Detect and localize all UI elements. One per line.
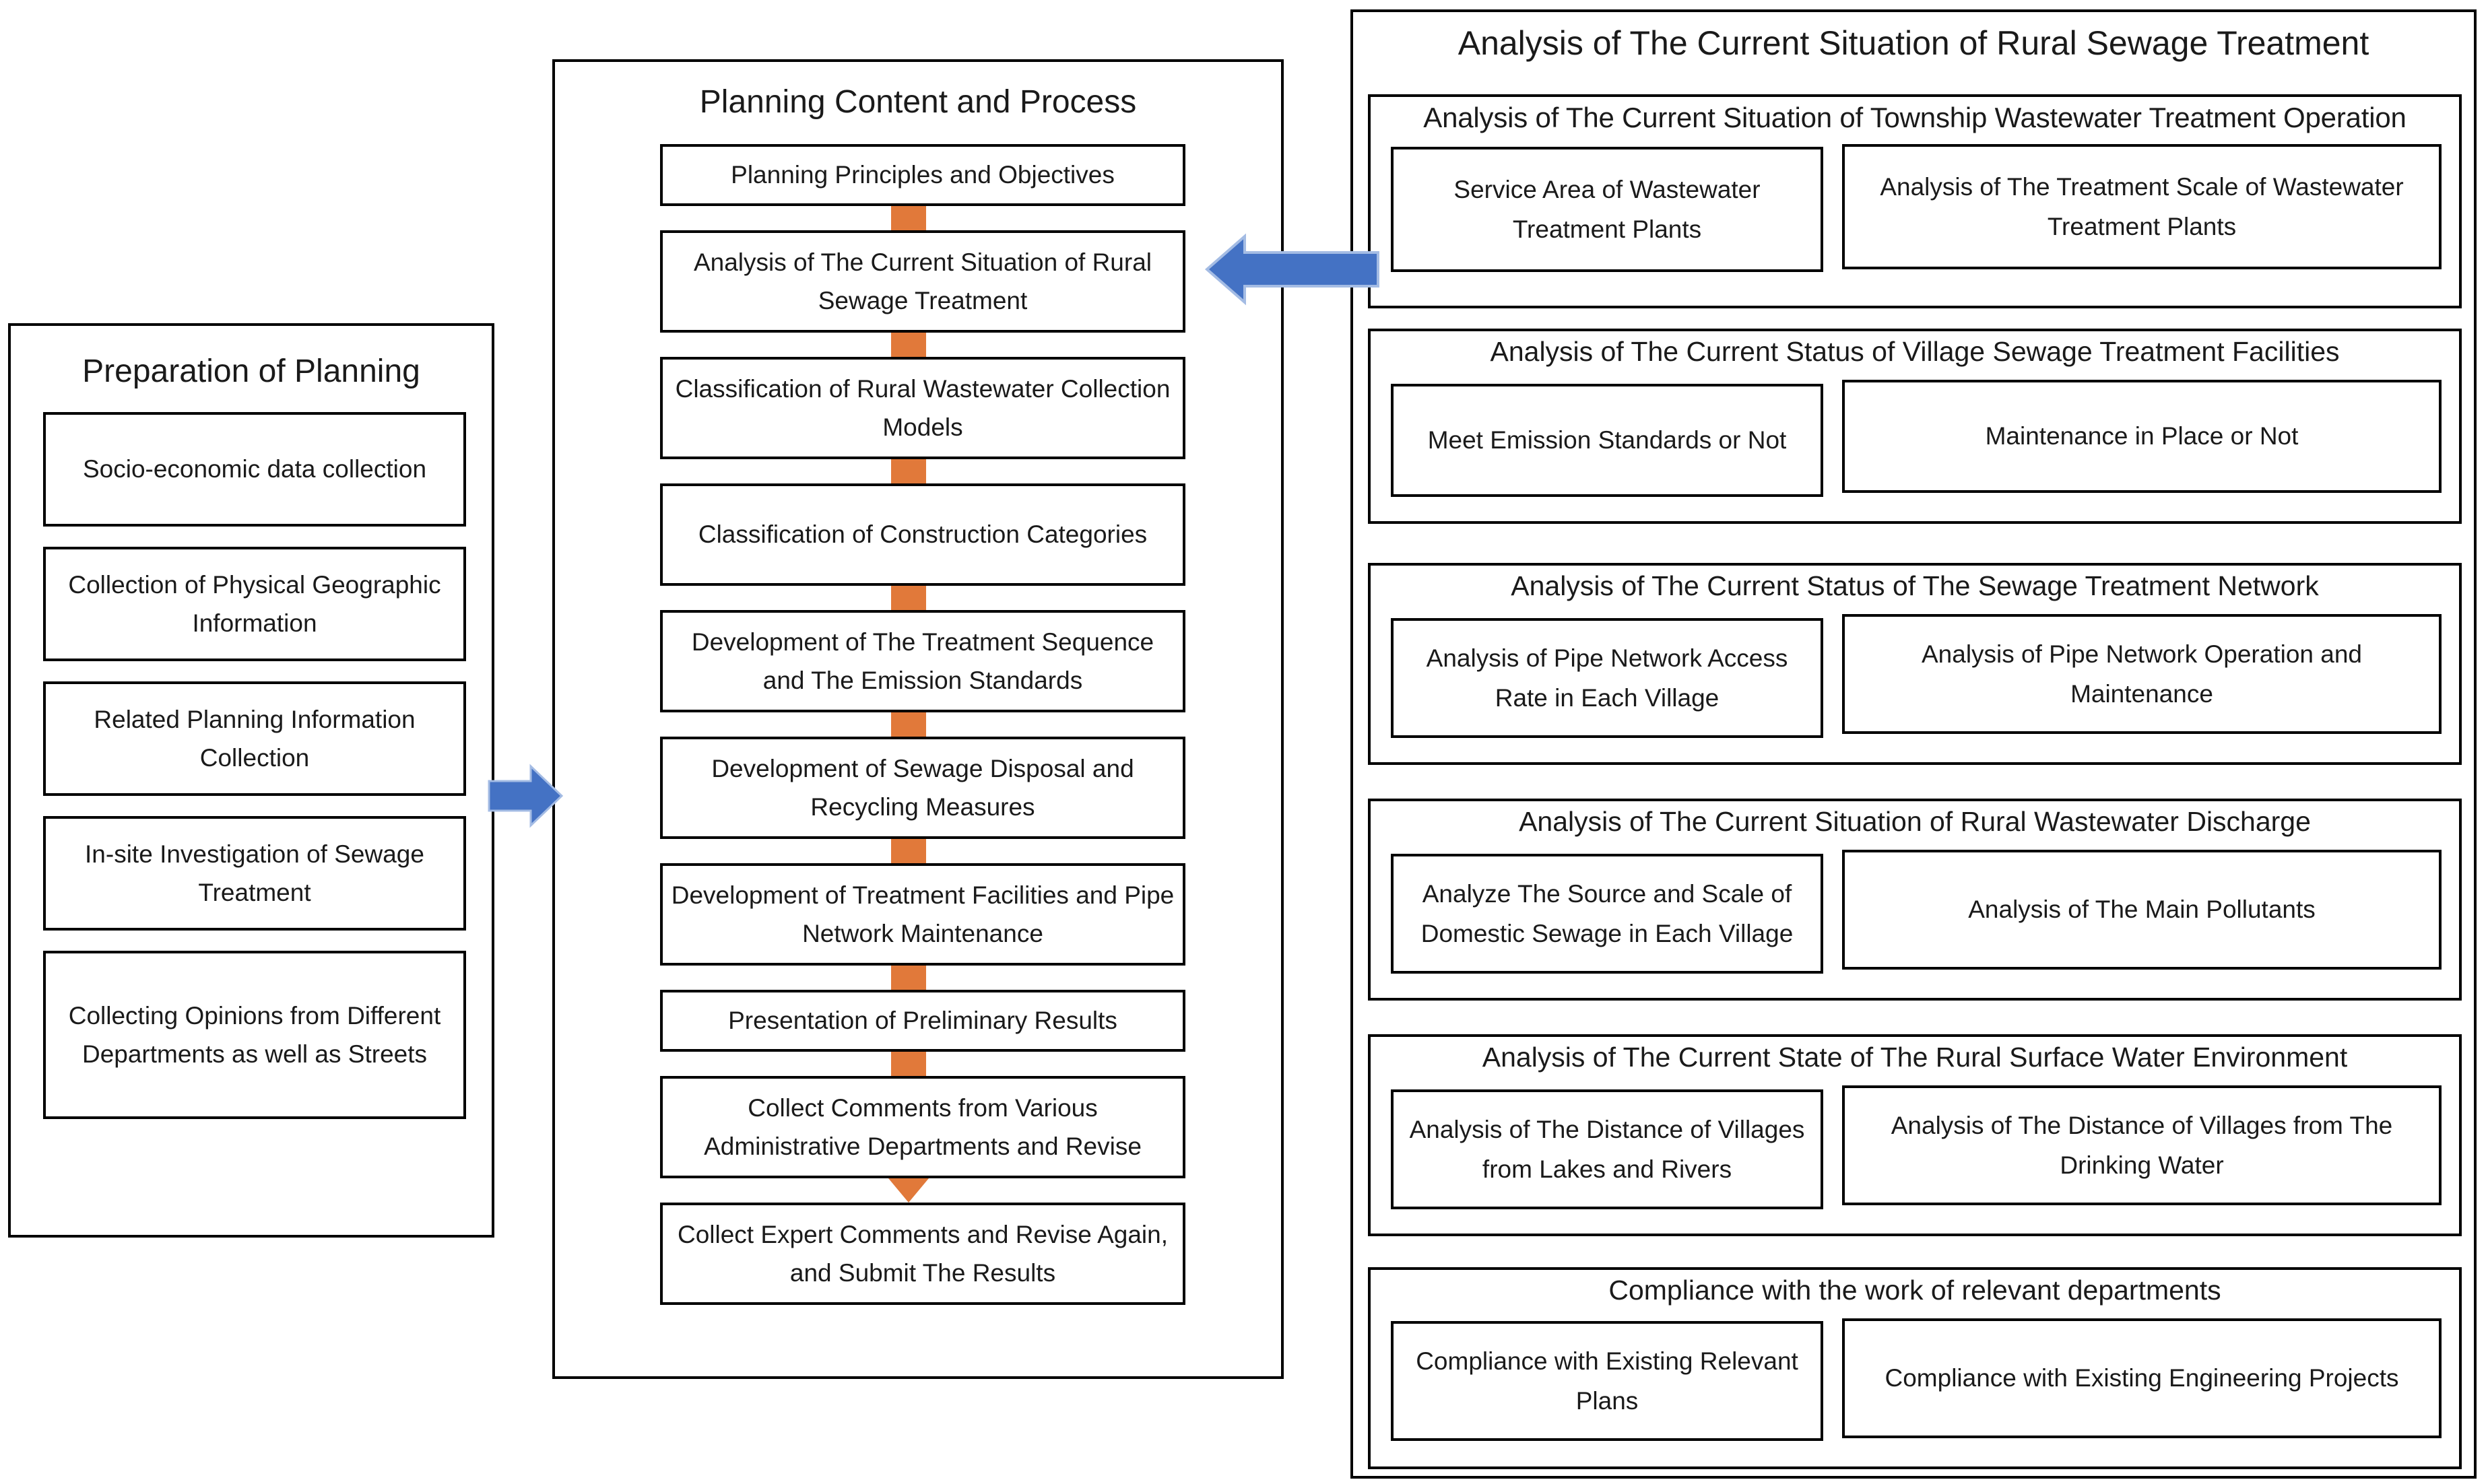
section-5-title: Analysis of The Current State of The Rur… [1482, 1042, 2348, 1073]
sub-meet-emission-standards[interactable]: Meet Emission Standards or Not [1391, 384, 1823, 497]
section-1-title: Analysis of The Current Situation of Tow… [1423, 102, 2407, 133]
arrow-left-icon [1204, 233, 1379, 306]
flow-connector-5 [891, 712, 926, 737]
flow-connector-2 [891, 333, 926, 357]
flow-connector-3 [891, 459, 926, 483]
section-2-title: Analysis of The Current Status of Villag… [1490, 336, 2340, 367]
step-analysis-current-situation[interactable]: Analysis of The Current Situation of Rur… [660, 230, 1185, 333]
left-panel-title: Preparation of Planning [82, 353, 420, 389]
sub-maintenance-in-place[interactable]: Maintenance in Place or Not [1842, 380, 2442, 493]
step-classification-construction[interactable]: Classification of Construction Categorie… [660, 483, 1185, 586]
sub-compliance-existing-plans[interactable]: Compliance with Existing Relevant Plans [1391, 1321, 1823, 1441]
flow-connector-1 [891, 206, 926, 230]
preparation-of-planning-panel: Preparation of Planning Socio-economic d… [8, 323, 494, 1238]
sub-distance-lakes-rivers[interactable]: Analysis of The Distance of Villages fro… [1391, 1089, 1823, 1209]
sub-compliance-engineering-proj[interactable]: Compliance with Existing Engineering Pro… [1842, 1318, 2442, 1438]
section-township-wastewater-operation: Analysis of The Current Situation of Tow… [1368, 94, 2462, 308]
sub-main-pollutants[interactable]: Analysis of The Main Pollutants [1842, 850, 2442, 970]
section-sewage-treatment-network: Analysis of The Current Status of The Se… [1368, 563, 2462, 765]
section-compliance-relevant-departments: Compliance with the work of relevant dep… [1368, 1267, 2462, 1469]
step-planning-principles-objectives[interactable]: Planning Principles and Objectives [660, 144, 1185, 206]
sub-pipe-network-access-rate[interactable]: Analysis of Pipe Network Access Rate in … [1391, 618, 1823, 738]
flow-connector-6 [891, 839, 926, 863]
step-collect-comments-administrative[interactable]: Collect Comments from Various Administra… [660, 1076, 1185, 1178]
section-rural-wastewater-discharge: Analysis of The Current Situation of Rur… [1368, 799, 2462, 1001]
prep-item-in-site-investigation[interactable]: In-site Investigation of Sewage Treatmen… [43, 816, 466, 931]
step-sewage-disposal-recycling[interactable]: Development of Sewage Disposal and Recyc… [660, 737, 1185, 839]
flow-arrowhead-icon [888, 1178, 929, 1203]
middle-panel-title: Planning Content and Process [699, 84, 1137, 120]
sub-service-area-wastewater-plants[interactable]: Service Area of Wastewater Treatment Pla… [1391, 147, 1823, 272]
step-classification-collection-models[interactable]: Classification of Rural Wastewater Colle… [660, 357, 1185, 459]
planning-content-and-process-panel: Planning Content and Process Planning Pr… [552, 59, 1284, 1379]
sub-treatment-scale-wastewater-plants[interactable]: Analysis of The Treatment Scale of Waste… [1842, 144, 2442, 269]
prep-item-collecting-opinions[interactable]: Collecting Opinions from Different Depar… [43, 951, 466, 1119]
flow-connector-8 [891, 1052, 926, 1076]
step-collect-expert-comments[interactable]: Collect Expert Comments and Revise Again… [660, 1203, 1185, 1305]
section-4-title: Analysis of The Current Situation of Rur… [1519, 806, 2311, 837]
sub-distance-drinking-water[interactable]: Analysis of The Distance of Villages fro… [1842, 1085, 2442, 1205]
step-presentation-preliminary[interactable]: Presentation of Preliminary Results [660, 990, 1185, 1052]
arrow-right-icon [488, 764, 564, 828]
section-6-title: Compliance with the work of relevant dep… [1608, 1275, 2221, 1306]
section-rural-surface-water-environment: Analysis of The Current State of The Rur… [1368, 1034, 2462, 1236]
prep-item-physical-geographic-info[interactable]: Collection of Physical Geographic Inform… [43, 547, 466, 661]
step-treatment-sequence-standards[interactable]: Development of The Treatment Sequence an… [660, 610, 1185, 712]
section-village-sewage-facilities: Analysis of The Current Status of Villag… [1368, 329, 2462, 524]
step-treatment-facilities-pipe[interactable]: Development of Treatment Facilities and … [660, 863, 1185, 966]
sub-source-scale-domestic-sewage[interactable]: Analyze The Source and Scale of Domestic… [1391, 854, 1823, 974]
prep-item-related-planning-info[interactable]: Related Planning Information Collection [43, 681, 466, 796]
flow-connector-7 [891, 966, 926, 990]
prep-item-socio-economic-data[interactable]: Socio-economic data collection [43, 412, 466, 527]
sub-pipe-network-operation-maint[interactable]: Analysis of Pipe Network Operation and M… [1842, 614, 2442, 734]
analysis-current-situation-panel: Analysis of The Current Situation of Rur… [1350, 9, 2477, 1479]
right-panel-title: Analysis of The Current Situation of Rur… [1458, 24, 2369, 62]
flow-connector-4 [891, 586, 926, 610]
section-3-title: Analysis of The Current Status of The Se… [1511, 570, 2319, 601]
